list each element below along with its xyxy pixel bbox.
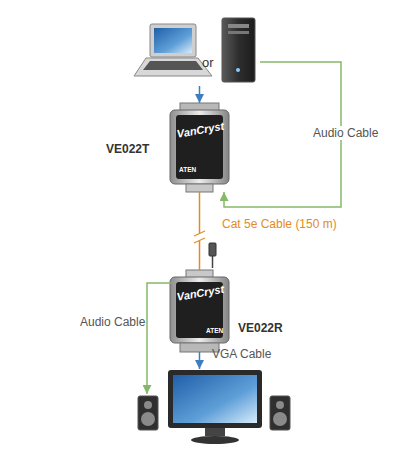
laptop-base xyxy=(134,58,212,76)
drive-bay xyxy=(228,31,249,34)
video-arrow xyxy=(199,86,201,103)
speaker-woofer xyxy=(273,412,287,426)
plug-cable xyxy=(212,256,214,268)
rj45-port xyxy=(186,184,213,192)
laptop-icon xyxy=(134,24,212,76)
transmitter-unit: VE022TVanCrystATEN xyxy=(168,103,231,192)
cable-label: Audio Cable xyxy=(80,316,145,328)
brand-logo: VanCryst xyxy=(176,121,225,140)
maker-logo: ATEN xyxy=(179,167,196,174)
break-gap xyxy=(194,233,205,241)
vga-cable-arrow xyxy=(199,352,201,369)
laptop-keyboard xyxy=(143,61,203,70)
desktop-tower xyxy=(222,18,255,82)
cable-label: VGA Cable xyxy=(212,348,271,360)
speaker-box xyxy=(138,396,158,430)
monitor-frame xyxy=(168,370,262,428)
power-led xyxy=(236,68,240,72)
speaker-woofer xyxy=(141,412,155,426)
cable-label: Cat 5e Cable (150 m) xyxy=(222,218,337,230)
laptop-screen xyxy=(154,28,192,53)
brand-logo: VanCryst xyxy=(176,284,225,303)
rj45-plug xyxy=(209,243,216,268)
speaker-tweeter xyxy=(276,401,284,409)
speaker-icon xyxy=(138,396,158,430)
desktop-icon xyxy=(222,18,255,82)
break-mark xyxy=(194,238,205,243)
source-computer: or xyxy=(130,14,260,86)
monitor-screen xyxy=(173,375,257,423)
receiver-unit: VE022RVanCrystATEN xyxy=(168,270,231,352)
speaker-icon xyxy=(270,396,290,430)
monitor-neck xyxy=(205,428,225,436)
receiver-device xyxy=(170,270,229,352)
or-text: or xyxy=(202,56,214,69)
cable-label: Audio Cable xyxy=(313,126,378,140)
transmitter-device xyxy=(170,103,229,192)
cable-break xyxy=(194,231,205,243)
maker-logo: ATEN xyxy=(206,328,223,335)
device-body xyxy=(170,110,229,184)
device-model: VE022T xyxy=(106,143,149,155)
connector-group xyxy=(200,62,342,270)
monitor-base xyxy=(191,436,239,444)
plug-body xyxy=(209,243,216,256)
monitor-icon xyxy=(168,370,262,444)
device-body xyxy=(170,277,229,343)
break-mark xyxy=(194,231,205,236)
laptop-lid xyxy=(150,24,196,57)
cat5e-cable xyxy=(199,192,201,270)
audio-cable-wire xyxy=(147,283,172,394)
drive-bay xyxy=(228,24,249,28)
speaker-tweeter xyxy=(144,401,152,409)
speaker-box xyxy=(270,396,290,430)
device-model: VE022R xyxy=(238,322,283,334)
